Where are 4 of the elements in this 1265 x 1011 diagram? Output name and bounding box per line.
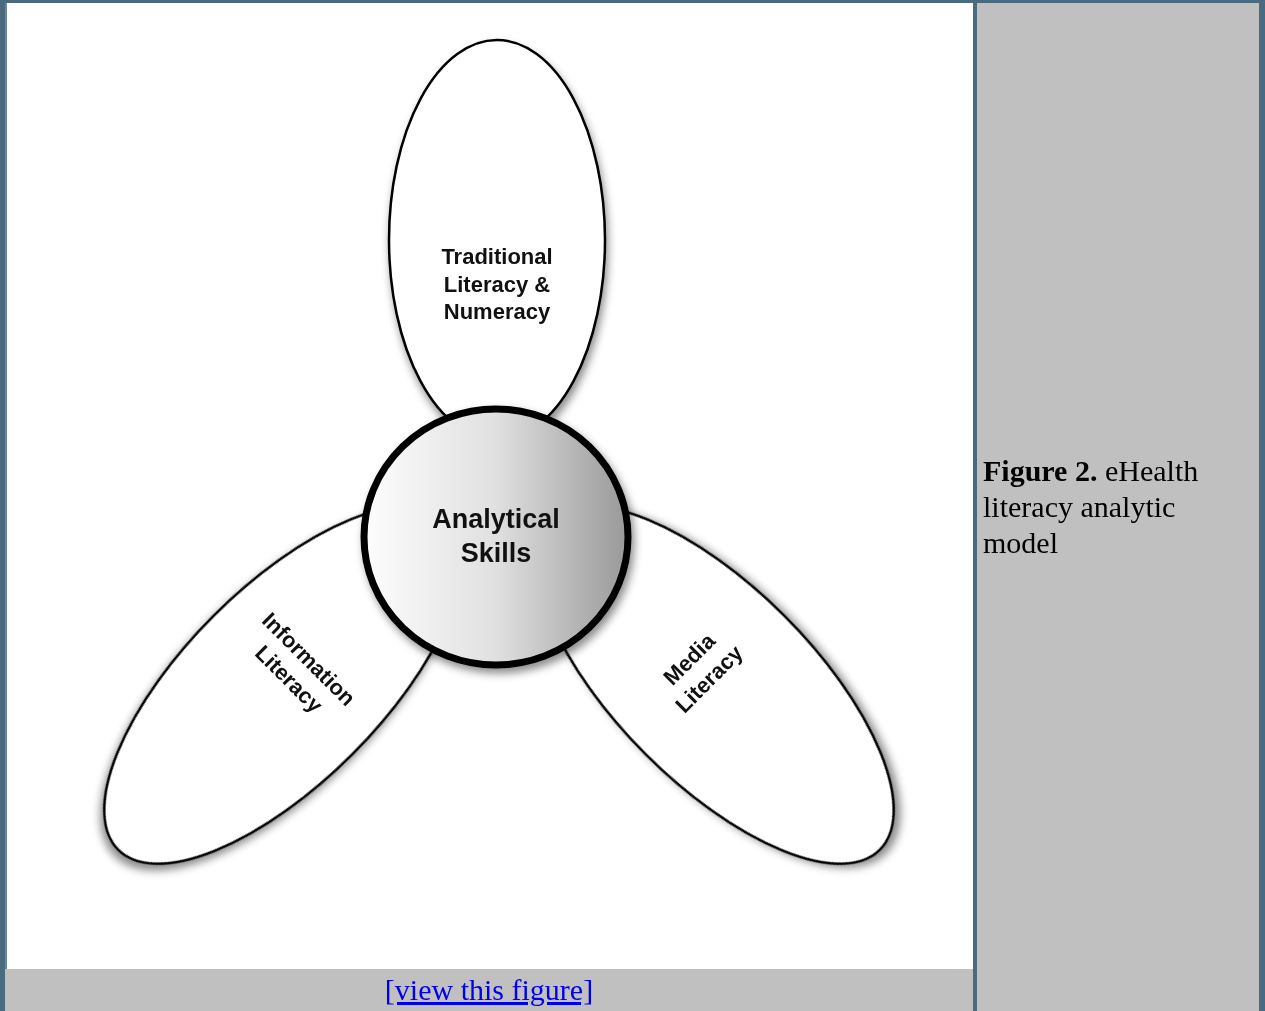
figure-caption: Figure 2. eHealth literacy analytic model xyxy=(983,453,1200,561)
view-figure-link: [view this figure] xyxy=(384,973,594,1006)
node-label: Analytical Skills xyxy=(431,503,561,570)
node-label: Traditional Literacy & Numeracy xyxy=(440,243,554,326)
